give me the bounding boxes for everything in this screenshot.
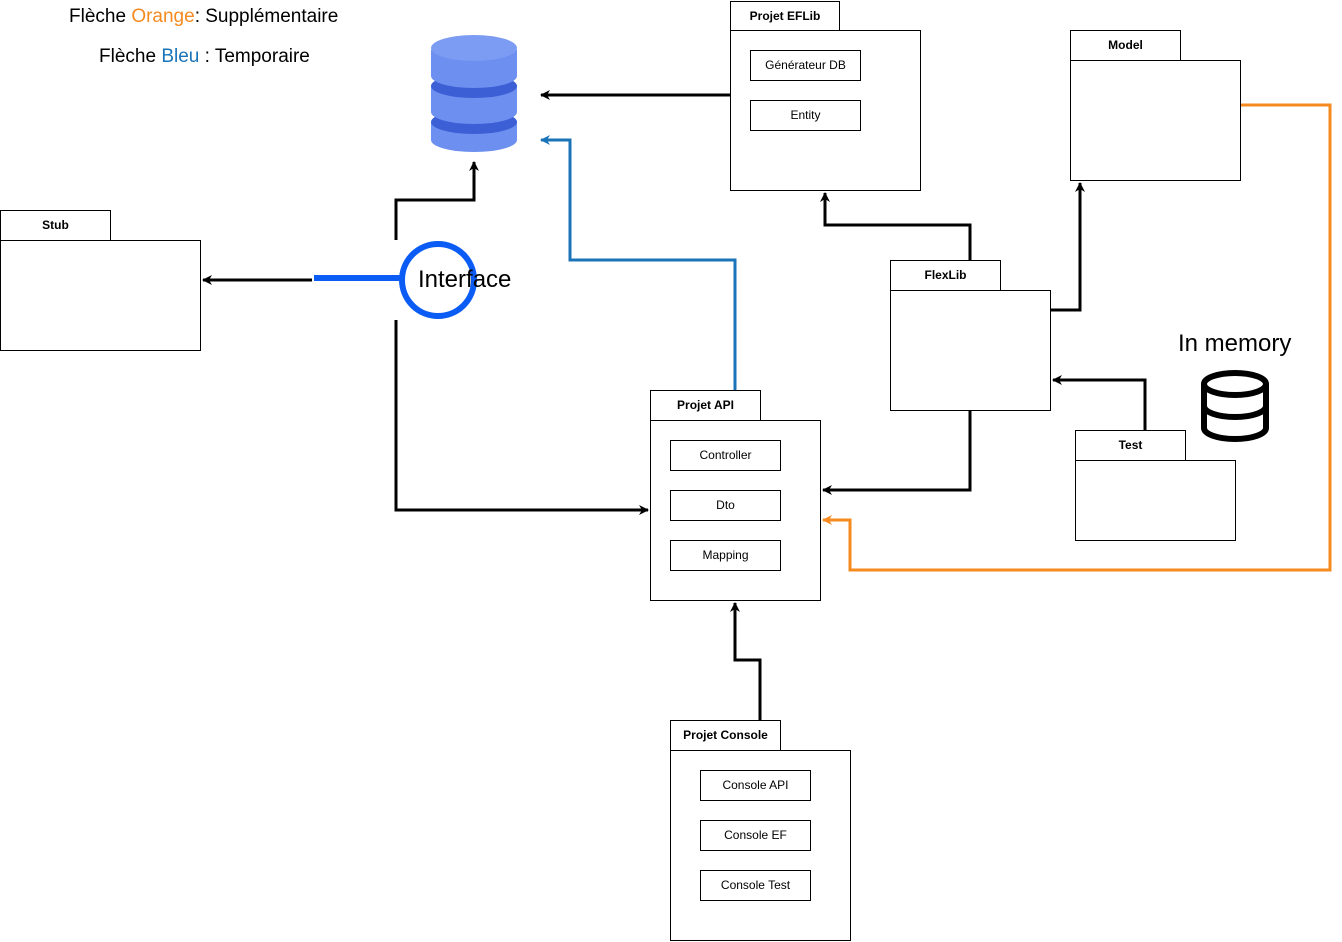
arrow-flexlib-to-eflib (820, 192, 972, 260)
legend-orange: Flèche Orange: Supplémentaire (69, 6, 338, 28)
arrow-interface-to-db (394, 161, 479, 240)
interface-label: Interface (418, 266, 512, 293)
component-console-api: Console API (700, 770, 811, 801)
legend-orange-prefix: Flèche (69, 6, 132, 27)
component-console-test: Console Test (700, 870, 811, 901)
arrow-test-to-flexlib (1052, 375, 1147, 430)
legend-orange-suffix: : Supplémentaire (194, 6, 339, 27)
legend-blue-word: Bleu (161, 46, 200, 67)
database-icon (431, 35, 517, 152)
component-generateur-db: Générateur DB (750, 50, 861, 81)
legend-blue-prefix: Flèche (99, 46, 162, 67)
arrow-flexlib-to-model (1051, 182, 1085, 312)
arrow-model-to-api-additional (822, 103, 1332, 572)
package-model-body (1070, 60, 1241, 181)
package-flexlib-title: FlexLib (890, 260, 1001, 291)
package-test-body (1075, 460, 1236, 541)
in-memory-label: In memory (1178, 330, 1292, 357)
storage-icon (1201, 370, 1269, 442)
package-flexlib-body (890, 290, 1051, 411)
package-test-title: Test (1075, 430, 1186, 461)
package-stub-body (0, 240, 201, 351)
package-model-title: Model (1070, 30, 1181, 61)
component-dto: Dto (670, 490, 781, 521)
arrow-api-to-db-temporary (540, 135, 737, 390)
legend-orange-word: Orange (131, 6, 195, 27)
component-mapping: Mapping (670, 540, 781, 571)
arrow-flexlib-to-api (822, 411, 972, 495)
arrow-interface-to-api (394, 320, 649, 515)
package-console-title: Projet Console (670, 720, 781, 751)
component-controller: Controller (670, 440, 781, 471)
interface-lollipop-icon (314, 241, 477, 319)
package-eflib-title: Projet EFLib (730, 1, 840, 31)
legend-blue-suffix: : Temporaire (199, 46, 310, 67)
component-entity: Entity (750, 100, 861, 131)
package-api-title: Projet API (650, 390, 761, 421)
component-console-ef: Console EF (700, 820, 811, 851)
legend-blue: Flèche Bleu : Temporaire (99, 46, 310, 68)
package-stub-title: Stub (0, 210, 111, 241)
arrow-console-to-api (730, 602, 762, 720)
